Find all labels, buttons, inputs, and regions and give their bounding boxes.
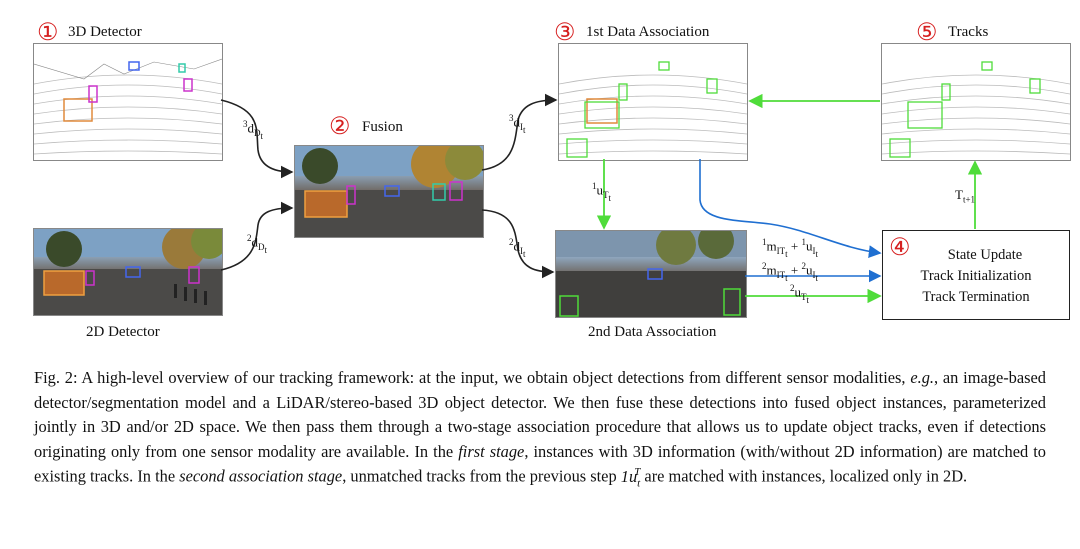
stage-3-number: ③ [554, 18, 576, 46]
stage-title-tracks: Tracks [948, 24, 989, 40]
arrow-assoc1-to-state [699, 159, 882, 258]
symbol-unmatched-tracks-1: 1uTt [592, 181, 612, 203]
arrow-fusion-to-assoc1 [481, 93, 558, 171]
arrow-2d-to-fusion [220, 201, 294, 271]
state-update-box: ④ State Update Track Initialization Trac… [882, 230, 1070, 320]
stage-title-2nd-association: 2nd Data Association [588, 324, 717, 340]
stage-title-1st-association: 1st Data Association [586, 24, 710, 40]
symbol-3d-instances: 3dIt [509, 113, 526, 135]
symbol-3d-detections: 3dDt [243, 119, 264, 141]
lidar-1st-association-image [558, 43, 748, 161]
symbol-matches-stage1: 1mITt + 1uIt [762, 237, 818, 259]
camera-2nd-association-image [555, 230, 747, 318]
track-termination-label: Track Termination [922, 289, 1030, 306]
arrow-fusion-to-assoc2 [481, 209, 555, 279]
symbol-unmatched-tracks-2: 2uTt [790, 283, 810, 305]
arrow-3d-to-fusion [220, 99, 294, 179]
stage-1-number: ① [37, 18, 59, 46]
symbol-2d-detections: 2dDt [247, 233, 268, 255]
camera-2d-detector-image [33, 228, 223, 316]
stage-2-number: ② [329, 112, 351, 140]
fusion-camera-image [294, 145, 484, 238]
track-initialization-label: Track Initialization [920, 268, 1032, 285]
stage-title-2d-detector: 2D Detector [86, 324, 160, 340]
state-update-label: State Update [947, 247, 1023, 263]
lidar-3d-detector-image [33, 43, 223, 161]
symbol-next-tracks: Tt+1 [955, 187, 976, 205]
symbol-matches-stage2: 2mITt + 2uIt [762, 261, 818, 283]
stage-title-3d-detector: 3D Detector [68, 24, 142, 40]
symbol-2d-instances: 2dIt [509, 237, 526, 259]
stage-4-number: ④ [889, 233, 911, 261]
stage-5-number: ⑤ [916, 18, 938, 46]
lidar-tracks-image [881, 43, 1071, 161]
stage-title-fusion: Fusion [362, 119, 403, 135]
figure-caption: Fig. 2: A high-level overview of our tra… [34, 368, 1046, 490]
